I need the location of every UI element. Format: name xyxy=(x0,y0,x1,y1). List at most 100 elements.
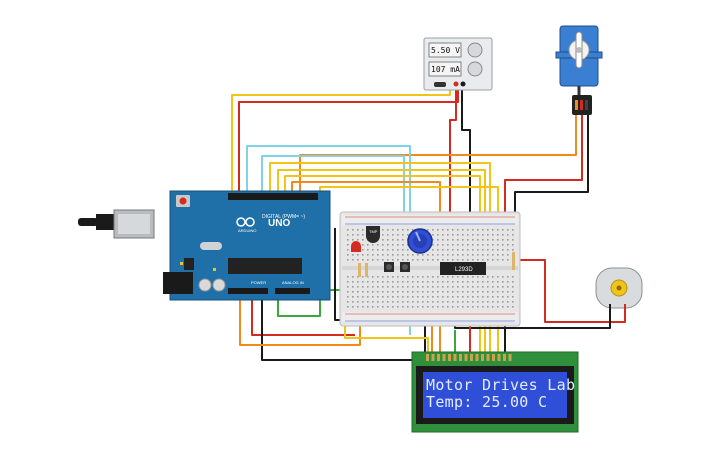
breadboard-hole xyxy=(432,244,434,246)
breadboard-hole xyxy=(382,239,384,241)
breadboard-hole xyxy=(432,234,434,236)
wire-black-gnd[interactable] xyxy=(261,300,426,361)
arduino-uno-board[interactable]: DIGITAL (PWM= ~) UNO ARDUINO POWER ANALO… xyxy=(78,190,331,301)
breadboard-hole xyxy=(392,229,394,231)
breadboard-hole xyxy=(507,301,509,303)
psu-terminal-gnd[interactable] xyxy=(460,81,466,87)
breadboard-hole xyxy=(472,291,474,293)
breadboard-hole xyxy=(347,301,349,303)
breadboard-hole xyxy=(387,276,389,278)
breadboard-hole xyxy=(477,259,479,261)
breadboard-hole xyxy=(472,301,474,303)
breadboard-hole xyxy=(392,281,394,283)
breadboard-hole xyxy=(407,291,409,293)
breadboard-hole xyxy=(357,291,359,293)
breadboard-hole xyxy=(512,306,514,308)
breadboard-hole xyxy=(437,296,439,298)
breadboard-hole xyxy=(392,244,394,246)
breadboard-hole xyxy=(492,234,494,236)
breadboard-hole xyxy=(382,244,384,246)
breadboard-hole xyxy=(387,259,389,261)
lcd-pin xyxy=(470,354,473,361)
breadboard-hole xyxy=(512,234,514,236)
wire-red-top[interactable] xyxy=(238,86,459,196)
breadboard-hole xyxy=(432,301,434,303)
breadboard-hole xyxy=(467,229,469,231)
breadboard-hole xyxy=(382,229,384,231)
breadboard-hole xyxy=(457,254,459,256)
temperature-sensor[interactable]: TMP xyxy=(366,226,380,243)
psu-terminal-neg[interactable] xyxy=(434,82,446,87)
lcd-display[interactable]: Motor Drives Lab Temp: 25.00 C xyxy=(411,351,579,433)
current-knob[interactable] xyxy=(467,61,483,77)
breadboard-hole xyxy=(477,254,479,256)
dc-motor-icon[interactable] xyxy=(595,267,643,312)
breadboard-hole xyxy=(432,306,434,308)
breadboard-hole xyxy=(347,296,349,298)
power-supply[interactable]: 5.50 V 107 mA xyxy=(423,37,493,91)
lcd-screen xyxy=(423,372,567,418)
usb-connector-icon[interactable] xyxy=(78,209,155,239)
wire-yellow-lower[interactable] xyxy=(344,320,429,355)
analog-header-label: ANALOG IN xyxy=(282,280,304,285)
breadboard-hole xyxy=(362,306,364,308)
breadboard-hole xyxy=(467,281,469,283)
arduino-infinity-logo xyxy=(236,217,255,227)
breadboard-hole xyxy=(432,259,434,261)
lcd-pin xyxy=(426,354,429,361)
potentiometer-icon[interactable] xyxy=(407,228,433,254)
breadboard-hole xyxy=(492,254,494,256)
breadboard-hole xyxy=(402,281,404,283)
lcd-pin xyxy=(437,354,440,361)
breadboard-hole xyxy=(347,254,349,256)
breadboard-hole xyxy=(457,249,459,251)
breadboard-hole xyxy=(377,249,379,251)
push-buttons[interactable] xyxy=(384,262,410,272)
breadboard-hole xyxy=(502,239,504,241)
breadboard-hole xyxy=(407,254,409,256)
lcd-pin xyxy=(492,354,495,361)
servo-motor-icon[interactable] xyxy=(555,25,603,115)
lcd-line-2: Temp: 25.00 C xyxy=(426,393,547,411)
led-icon[interactable] xyxy=(351,241,361,252)
breadboard-hole xyxy=(442,259,444,261)
breadboard-hole xyxy=(467,254,469,256)
breadboard-hole xyxy=(372,281,374,283)
wire-red-servo[interactable] xyxy=(504,115,583,212)
breadboard-hole xyxy=(417,281,419,283)
breadboard-hole xyxy=(452,301,454,303)
wire-black-psu[interactable] xyxy=(461,86,471,212)
breadboard-hole xyxy=(487,296,489,298)
power-jack[interactable] xyxy=(163,272,193,294)
breadboard-hole xyxy=(402,286,404,288)
breadboard-hole xyxy=(497,254,499,256)
breadboard-hole xyxy=(457,239,459,241)
breadboard-hole xyxy=(427,291,429,293)
lcd-pin xyxy=(503,354,506,361)
breadboard-hole xyxy=(497,301,499,303)
wire-red-motor[interactable] xyxy=(500,259,626,323)
breadboard-hole xyxy=(407,249,409,251)
breadboard-hole xyxy=(357,296,359,298)
breadboard-hole xyxy=(512,276,514,278)
wire-cyan-2[interactable] xyxy=(261,155,405,222)
psu-terminal-pos[interactable] xyxy=(453,81,459,87)
breadboard-hole xyxy=(437,229,439,231)
voltage-knob[interactable] xyxy=(467,42,483,58)
breadboard-hole xyxy=(367,281,369,283)
breadboard-hole xyxy=(457,306,459,308)
breadboard-hole xyxy=(502,276,504,278)
breadboard-hole xyxy=(467,259,469,261)
breadboard-hole xyxy=(437,239,439,241)
wire-black-servo[interactable] xyxy=(514,115,589,212)
breadboard-hole xyxy=(432,249,434,251)
breadboard-hole xyxy=(397,276,399,278)
breadboard-hole xyxy=(412,254,414,256)
breadboard-hole xyxy=(422,306,424,308)
lcd-pin xyxy=(486,354,490,361)
wire-orange-lower[interactable] xyxy=(239,300,361,346)
wire-red-psu[interactable] xyxy=(449,86,457,212)
breadboard-hole xyxy=(512,239,514,241)
breadboard-hole xyxy=(397,229,399,231)
